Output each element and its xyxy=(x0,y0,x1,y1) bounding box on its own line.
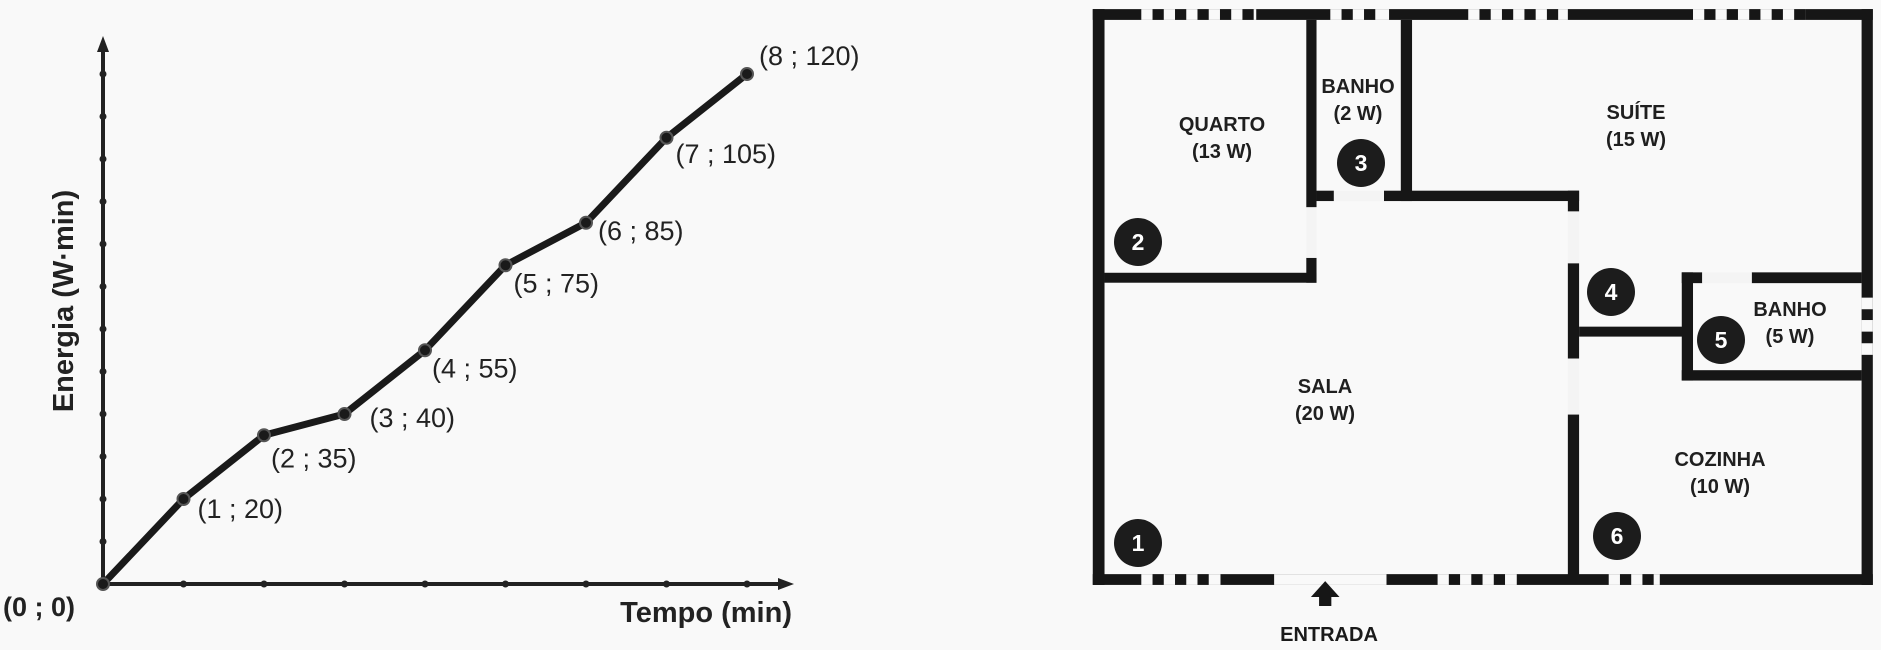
room-sala: SALA (20 W) xyxy=(1295,374,1355,428)
y-axis-arrow-icon xyxy=(97,36,109,52)
y-tick xyxy=(99,410,107,418)
x-axis-label: Tempo (min) xyxy=(620,597,792,629)
data-label: (0 ; 0) xyxy=(3,592,75,622)
room-power: (15 W) xyxy=(1606,129,1666,151)
data-point xyxy=(176,492,191,506)
data-point xyxy=(96,577,110,591)
y-tick xyxy=(99,240,107,248)
marker-2: 2 xyxy=(1114,218,1162,266)
room-banho-1: BANHO (2 W) xyxy=(1321,74,1394,128)
data-point xyxy=(498,258,513,273)
room-suite: SUÍTE (15 W) xyxy=(1606,100,1666,154)
y-axis-label: Energia (W·min) xyxy=(48,190,80,412)
x-axis-arrow-icon xyxy=(778,578,794,590)
data-label: (6 ; 85) xyxy=(598,216,684,246)
x-tick xyxy=(743,580,751,588)
data-point xyxy=(740,67,754,81)
y-tick xyxy=(99,453,107,460)
y-tick xyxy=(99,538,107,545)
floor-plan xyxy=(1092,9,1873,607)
room-banho-2: BANHO (5 W) xyxy=(1753,297,1826,351)
x-tick xyxy=(421,580,429,588)
room-name: QUARTO xyxy=(1178,114,1266,136)
data-point xyxy=(257,428,271,443)
windows xyxy=(1141,9,1873,585)
energy-time-chart: (0 ; 0) (1 ; 20) (2 ; 35) (3 ; 40) (4 ; 55) (… xyxy=(3,36,860,629)
data-point xyxy=(418,343,432,358)
entrance-label: ENTRADA xyxy=(1280,624,1378,646)
marker-3: 3 xyxy=(1337,139,1385,187)
room-name: SALA xyxy=(1297,376,1353,398)
y-tick xyxy=(99,283,107,290)
y-tick xyxy=(99,198,107,205)
room-power: (2 W) xyxy=(1333,103,1383,125)
x-tick xyxy=(180,580,187,588)
data-point xyxy=(659,130,674,145)
room-power: (13 W) xyxy=(1192,141,1252,163)
data-label: (7 ; 105) xyxy=(676,139,777,169)
data-point xyxy=(337,407,352,421)
data-point xyxy=(579,215,593,230)
data-label: (4 ; 55) xyxy=(432,353,518,383)
room-cozinha: COZINHA (10 W) xyxy=(1674,447,1765,501)
y-tick xyxy=(99,495,107,503)
y-tick xyxy=(99,368,107,375)
y-tick xyxy=(99,325,107,333)
marker-1: 1 xyxy=(1114,519,1162,567)
y-tick xyxy=(99,155,107,163)
marker-5: 5 xyxy=(1697,316,1745,364)
x-tick xyxy=(663,580,670,588)
room-name: BANHO xyxy=(1321,76,1395,98)
room-power: (20 W) xyxy=(1295,403,1355,425)
data-label: (3 ; 40) xyxy=(370,403,456,433)
x-tick xyxy=(582,580,590,588)
data-label: (8 ; 120) xyxy=(759,41,860,71)
data-label: (1 ; 20) xyxy=(198,494,284,524)
x-tick xyxy=(260,580,268,588)
room-name: SUÍTE xyxy=(1606,102,1666,124)
room-name: BANHO xyxy=(1753,299,1827,321)
marker-6: 6 xyxy=(1593,512,1641,560)
x-tick xyxy=(502,580,509,588)
data-label: (2 ; 35) xyxy=(271,443,357,473)
marker-4: 4 xyxy=(1587,268,1635,316)
entrance-arrow-icon xyxy=(1310,581,1340,607)
room-power: (10 W) xyxy=(1689,476,1750,498)
x-tick xyxy=(341,580,348,588)
room-name: COZINHA xyxy=(1674,449,1766,471)
room-quarto: QUARTO (13 W) xyxy=(1179,112,1265,166)
room-power: (5 W) xyxy=(1765,326,1815,348)
y-tick xyxy=(99,70,107,78)
data-label: (5 ; 75) xyxy=(514,268,600,298)
y-tick xyxy=(99,113,107,120)
